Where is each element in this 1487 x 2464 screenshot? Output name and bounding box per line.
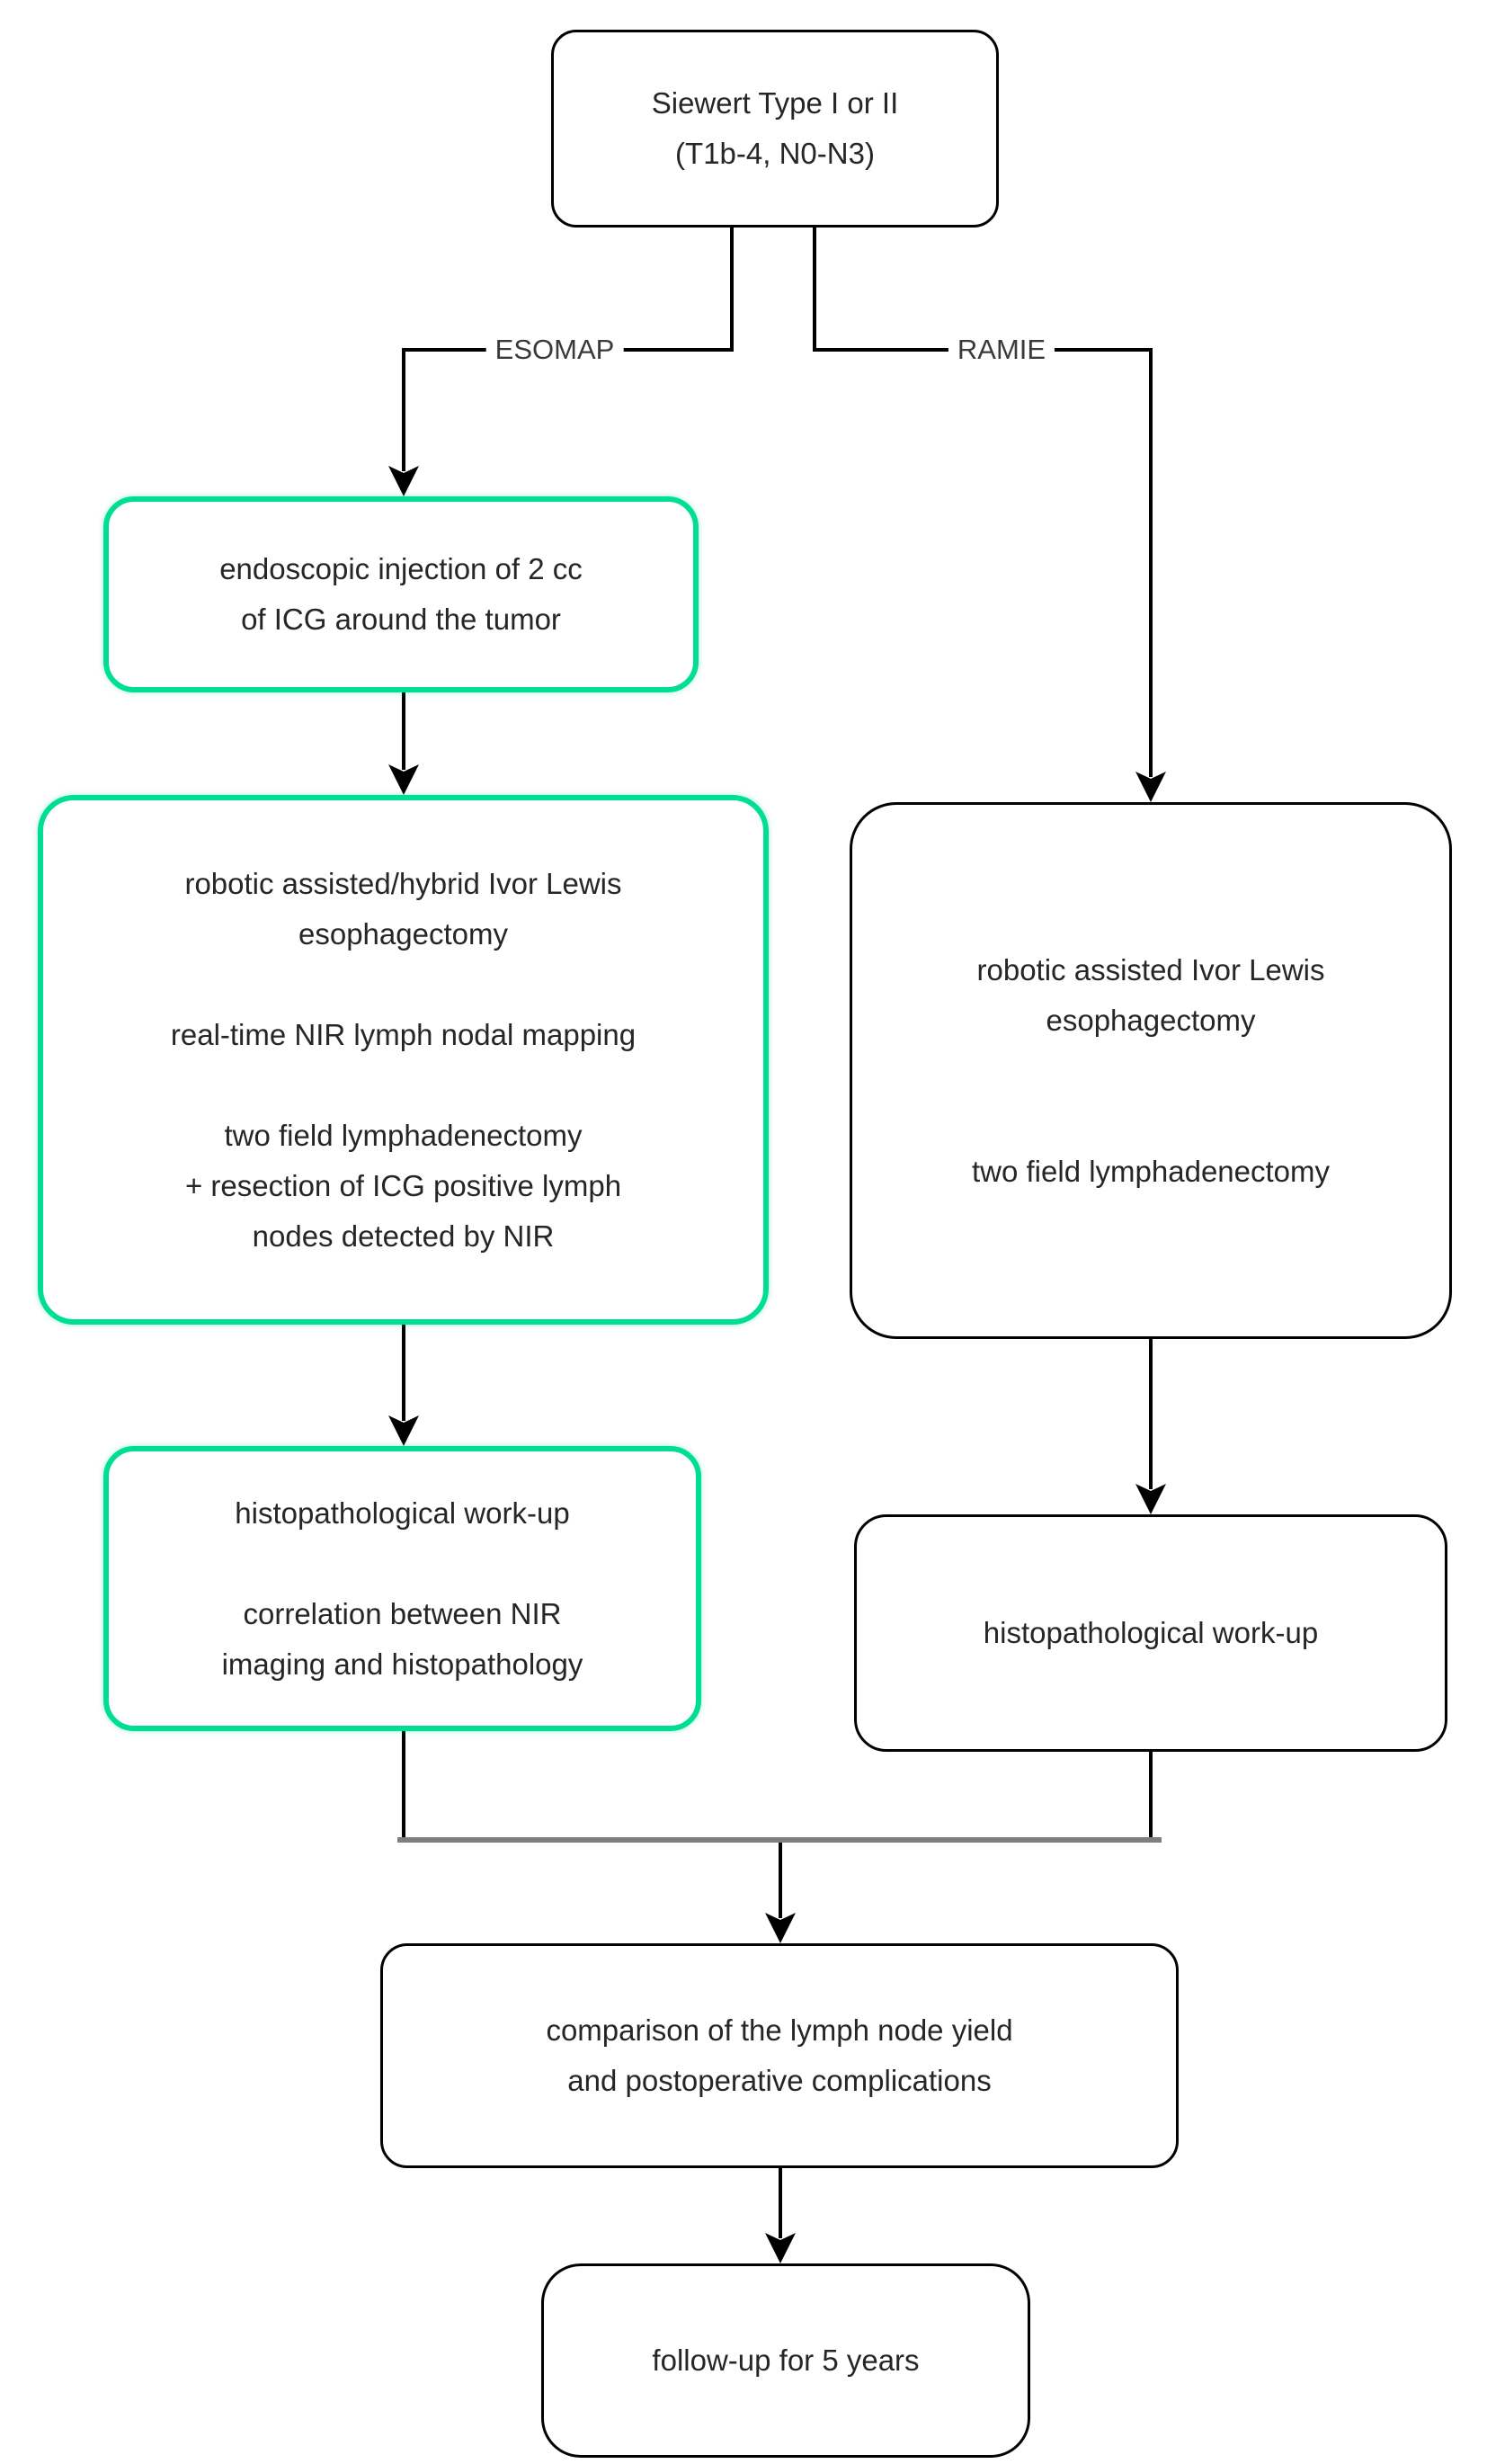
arrowhead-comparison-to-followup bbox=[765, 2233, 796, 2263]
text-line: histopathological work-up bbox=[983, 1616, 1319, 1649]
arrowhead-esomap-to-injection bbox=[388, 466, 419, 496]
paragraph: two field lymphadenectomy bbox=[972, 1147, 1330, 1197]
text-line: + resection of ICG positive lymph bbox=[184, 1168, 622, 1202]
paragraph: robotic assisted Ivor Lewis esophagectom… bbox=[977, 945, 1325, 1046]
node-ramie-histopathology: histopathological work-up bbox=[854, 1514, 1447, 1752]
text-line: Siewert Type I or II bbox=[651, 86, 899, 120]
paragraph: correlation between NIR imaging and hist… bbox=[222, 1589, 583, 1690]
node-followup: follow-up for 5 years bbox=[541, 2263, 1030, 2458]
text-line: two field lymphadenectomy bbox=[224, 1118, 583, 1152]
text-line: robotic assisted/hybrid Ivor Lewis bbox=[184, 866, 622, 900]
text-line: nodes detected by NIR bbox=[252, 1219, 555, 1253]
node-endoscopic-icg-injection: endoscopic injection of 2 cc of ICG arou… bbox=[103, 496, 699, 692]
text-line: imaging and histopathology bbox=[221, 1647, 583, 1681]
text-line: (T1b-4, N0-N3) bbox=[675, 137, 875, 170]
text-line: endoscopic injection of 2 cc bbox=[219, 552, 583, 585]
node-ramie-surgery: robotic assisted Ivor Lewis esophagectom… bbox=[850, 802, 1452, 1339]
text-line: and postoperative complications bbox=[567, 2064, 992, 2097]
arrowhead-ramie-to-surgery bbox=[1135, 772, 1166, 802]
arrowhead-surgery-to-histo-ramie bbox=[1135, 1484, 1166, 1514]
text-line: follow-up for 5 years bbox=[652, 2343, 920, 2377]
text-line: esophagectomy bbox=[1046, 1003, 1256, 1037]
text-line: correlation between NIR bbox=[243, 1596, 562, 1630]
arrowhead-injection-to-surgery bbox=[388, 764, 419, 795]
text-line: real-time NIR lymph nodal mapping bbox=[170, 1017, 637, 1051]
text-line: histopathological work-up bbox=[235, 1495, 570, 1530]
node-siewert-type: Siewert Type I or II (T1b-4, N0-N3) bbox=[551, 30, 999, 228]
node-esomap-histopathology: histopathological work-up correlation be… bbox=[103, 1446, 701, 1731]
branch-label-ramie: RAMIE bbox=[948, 332, 1055, 368]
branch-label-esomap: ESOMAP bbox=[485, 332, 624, 368]
text-line: robotic assisted Ivor Lewis bbox=[976, 952, 1325, 986]
text-line: comparison of the lymph node yield bbox=[546, 2013, 1013, 2047]
arrowhead-surgery-to-histo-esomap bbox=[388, 1415, 419, 1446]
paragraph: two field lymphadenectomy + resection of… bbox=[185, 1111, 621, 1262]
node-comparison: comparison of the lymph node yield and p… bbox=[380, 1943, 1179, 2168]
text-line: of ICG around the tumor bbox=[241, 603, 561, 636]
text-line: esophagectomy bbox=[298, 916, 508, 951]
arrowhead-merge-to-comparison bbox=[765, 1913, 796, 1943]
node-esomap-surgery: robotic assisted/hybrid Ivor Lewis esoph… bbox=[38, 795, 769, 1325]
paragraph: robotic assisted/hybrid Ivor Lewis esoph… bbox=[184, 859, 621, 960]
paragraph: histopathological work-up bbox=[235, 1488, 569, 1539]
paragraph: real-time NIR lymph nodal mapping bbox=[171, 1010, 636, 1060]
text-line: two field lymphadenectomy bbox=[971, 1154, 1331, 1188]
